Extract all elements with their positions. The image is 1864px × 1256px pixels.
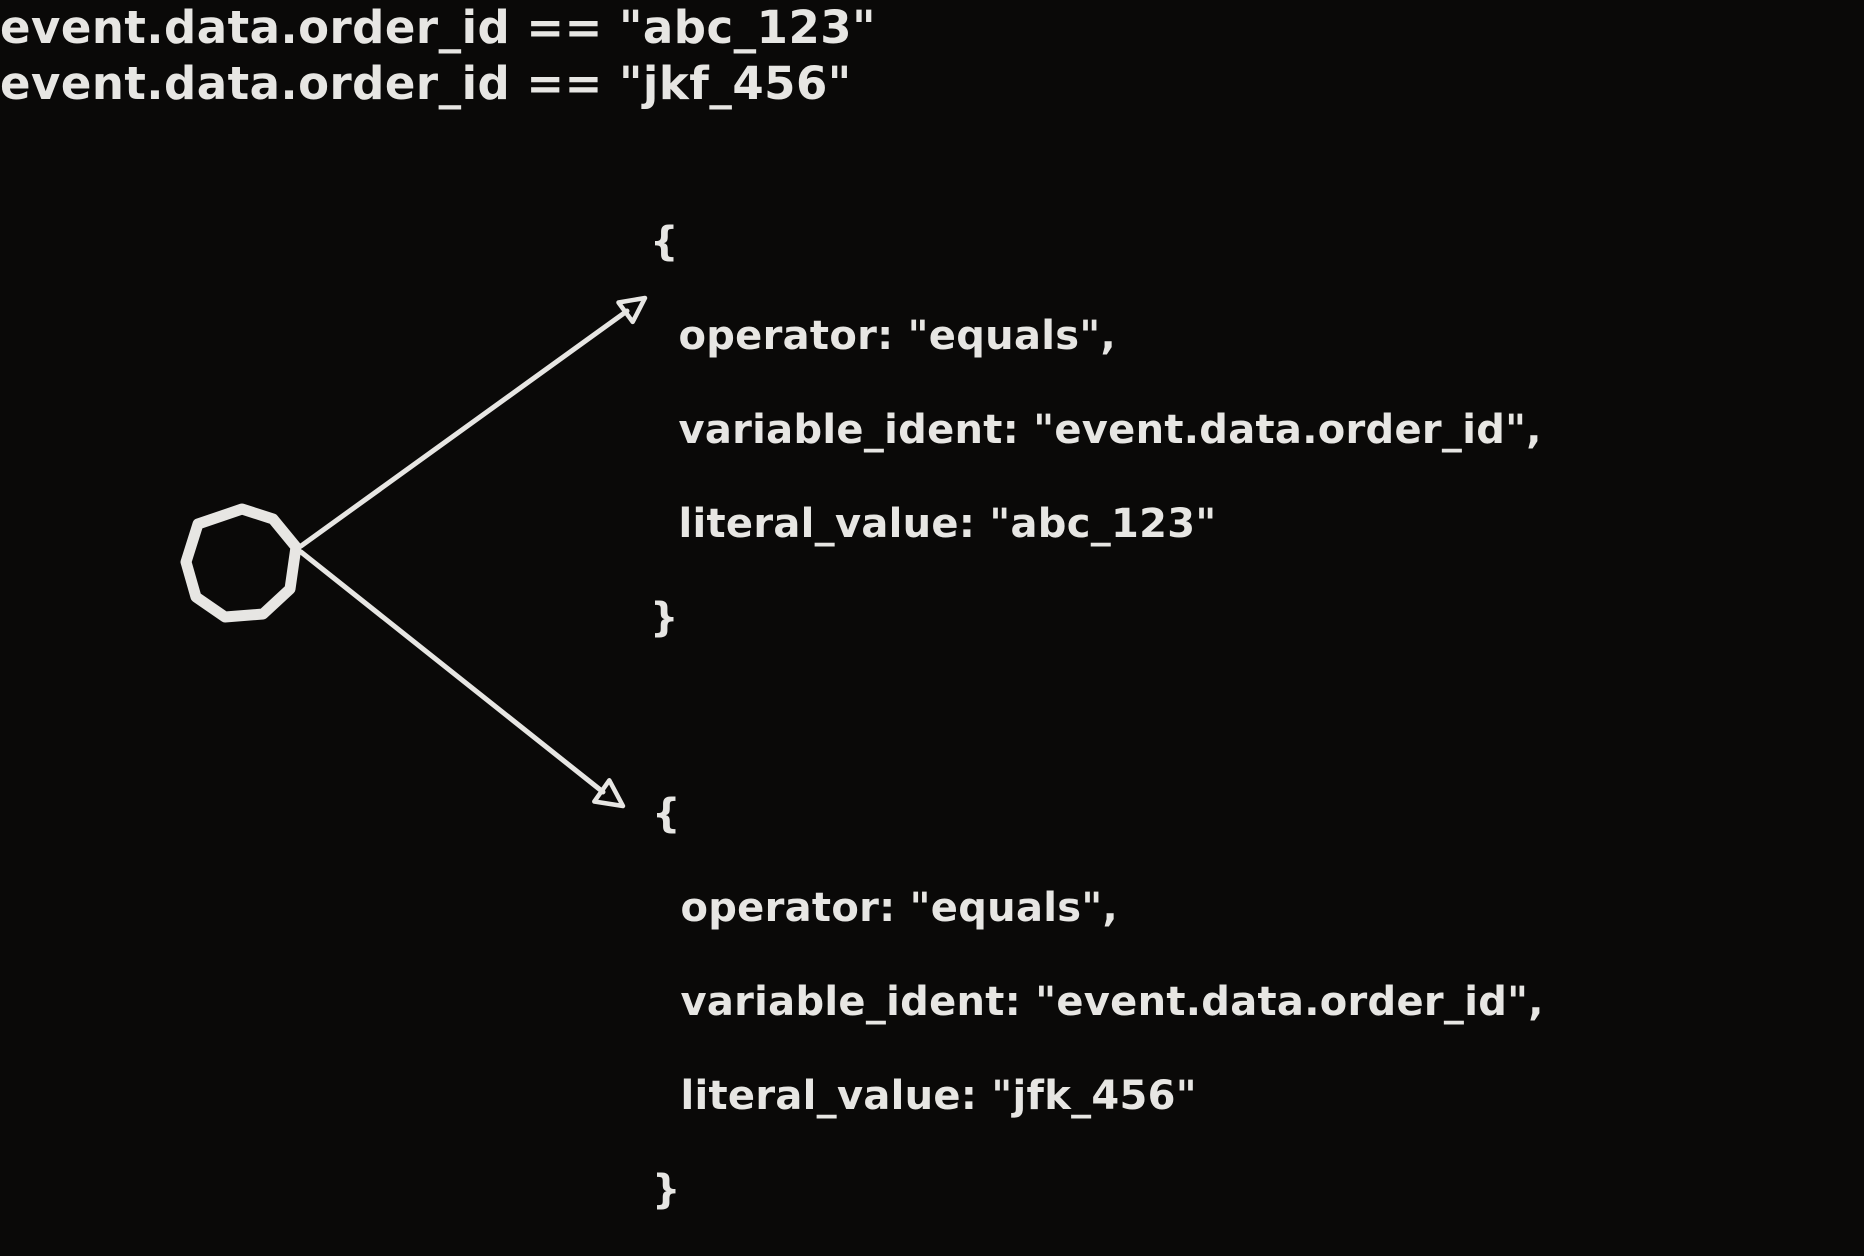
code-line: operator: "equals", (650, 313, 1116, 359)
circle-node-icon (180, 503, 302, 623)
branch-1-code: { operator: "equals", variable_ident: "e… (650, 176, 1542, 684)
code-line: literal_value: "abc_123" (650, 501, 1217, 547)
code-line: variable_ident: "event.data.order_id", (652, 979, 1544, 1025)
code-line: literal_value: "jfk_456" (652, 1073, 1197, 1119)
arrowhead-down-icon (592, 778, 626, 809)
arrowhead-up-icon (616, 295, 648, 325)
code-line: } (652, 1167, 681, 1213)
code-line: } (650, 595, 679, 641)
code-line: { (652, 791, 681, 837)
branch-1-title: event.data.order_id == "abc_123" (0, 1, 877, 54)
code-line: variable_ident: "event.data.order_id", (650, 407, 1542, 453)
arrow-to-branch-2 (298, 549, 606, 795)
branch-2-code: { operator: "equals", variable_ident: "e… (652, 748, 1544, 1256)
branch-2-title: event.data.order_id == "jkf_456" (0, 57, 852, 110)
code-line: operator: "equals", (652, 885, 1118, 931)
code-line: { (650, 219, 679, 265)
arrow-to-branch-1 (298, 308, 630, 549)
